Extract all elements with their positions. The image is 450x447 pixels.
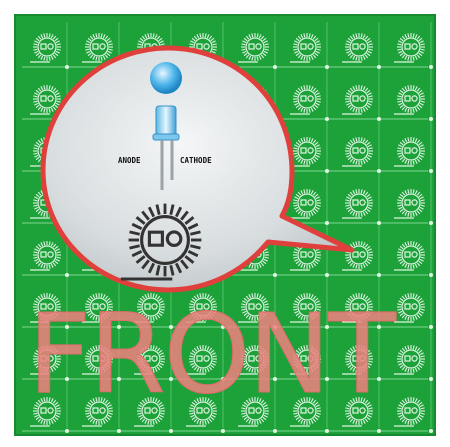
via bbox=[325, 377, 329, 381]
front-label: FRONT bbox=[28, 290, 397, 418]
led-footprint bbox=[290, 345, 321, 375]
via bbox=[325, 221, 329, 225]
via bbox=[221, 325, 225, 329]
led-footprint bbox=[394, 293, 425, 323]
via bbox=[377, 117, 381, 121]
via bbox=[169, 377, 173, 381]
via bbox=[429, 169, 433, 173]
via bbox=[377, 65, 381, 69]
via bbox=[429, 377, 433, 381]
led-footprint bbox=[342, 137, 373, 167]
led-footprint bbox=[290, 189, 321, 219]
cathode-label: CATHODE bbox=[180, 156, 212, 165]
via bbox=[65, 377, 69, 381]
via bbox=[65, 273, 69, 277]
led-footprint bbox=[186, 345, 217, 375]
led-footprint bbox=[134, 345, 165, 375]
via bbox=[429, 273, 433, 277]
via bbox=[325, 325, 329, 329]
led-footprint bbox=[342, 293, 373, 323]
via bbox=[117, 429, 121, 433]
via bbox=[117, 377, 121, 381]
callout-bubble bbox=[40, 45, 355, 293]
led-footprint bbox=[342, 33, 373, 63]
via bbox=[273, 377, 277, 381]
via bbox=[117, 325, 121, 329]
led-footprint bbox=[394, 137, 425, 167]
led-footprint bbox=[290, 85, 321, 115]
via bbox=[429, 65, 433, 69]
anode-label: ANODE bbox=[118, 156, 141, 165]
led-footprint bbox=[394, 345, 425, 375]
via bbox=[273, 325, 277, 329]
via bbox=[169, 429, 173, 433]
led-footprint bbox=[342, 397, 373, 427]
led-footprint bbox=[30, 397, 61, 427]
led-glow bbox=[150, 62, 182, 94]
via bbox=[429, 429, 433, 433]
led-footprint bbox=[290, 293, 321, 323]
led-footprint bbox=[290, 33, 321, 63]
via bbox=[377, 429, 381, 433]
led-footprint bbox=[82, 397, 113, 427]
via bbox=[429, 117, 433, 121]
led-footprint bbox=[342, 345, 373, 375]
led-footprint bbox=[186, 293, 217, 323]
via bbox=[325, 273, 329, 277]
led-footprint bbox=[238, 33, 269, 63]
led-body bbox=[155, 105, 177, 139]
via bbox=[377, 273, 381, 277]
via bbox=[65, 65, 69, 69]
via bbox=[65, 325, 69, 329]
led-footprint bbox=[394, 33, 425, 63]
led-footprint-detail bbox=[120, 203, 202, 281]
led-footprint bbox=[30, 33, 61, 63]
led-footprint bbox=[30, 345, 61, 375]
led-footprint bbox=[238, 293, 269, 323]
led-footprint bbox=[30, 293, 61, 323]
via bbox=[325, 65, 329, 69]
led-illustration: ANODE CATHODE bbox=[118, 62, 212, 190]
led-footprint bbox=[290, 397, 321, 427]
via bbox=[325, 169, 329, 173]
led-footprint bbox=[394, 397, 425, 427]
via bbox=[273, 65, 277, 69]
via bbox=[325, 117, 329, 121]
via bbox=[273, 273, 277, 277]
led-footprint bbox=[82, 33, 113, 63]
led-footprint bbox=[394, 241, 425, 271]
led-footprint bbox=[394, 189, 425, 219]
footprint-detail-ring bbox=[120, 203, 202, 281]
via bbox=[377, 221, 381, 225]
via bbox=[325, 429, 329, 433]
via bbox=[377, 325, 381, 329]
led-footprint bbox=[30, 241, 61, 271]
via bbox=[377, 169, 381, 173]
led-footprint bbox=[82, 293, 113, 323]
via bbox=[429, 325, 433, 329]
via bbox=[377, 377, 381, 381]
via bbox=[169, 325, 173, 329]
led-footprint bbox=[82, 345, 113, 375]
via bbox=[429, 221, 433, 225]
via bbox=[221, 377, 225, 381]
led-footprint bbox=[394, 85, 425, 115]
led-footprint bbox=[342, 189, 373, 219]
led-footprint bbox=[134, 293, 165, 323]
led-footprint bbox=[238, 345, 269, 375]
led-footprint bbox=[186, 397, 217, 427]
led-flange bbox=[152, 133, 180, 141]
via bbox=[65, 429, 69, 433]
pcb-board-edge bbox=[14, 14, 436, 436]
callout-bubble-shape bbox=[40, 45, 355, 293]
via bbox=[221, 429, 225, 433]
led-footprint bbox=[238, 397, 269, 427]
led-footprint bbox=[342, 85, 373, 115]
via bbox=[273, 429, 277, 433]
led-footprint bbox=[134, 397, 165, 427]
led-footprint bbox=[30, 85, 61, 115]
led-footprint bbox=[290, 137, 321, 167]
